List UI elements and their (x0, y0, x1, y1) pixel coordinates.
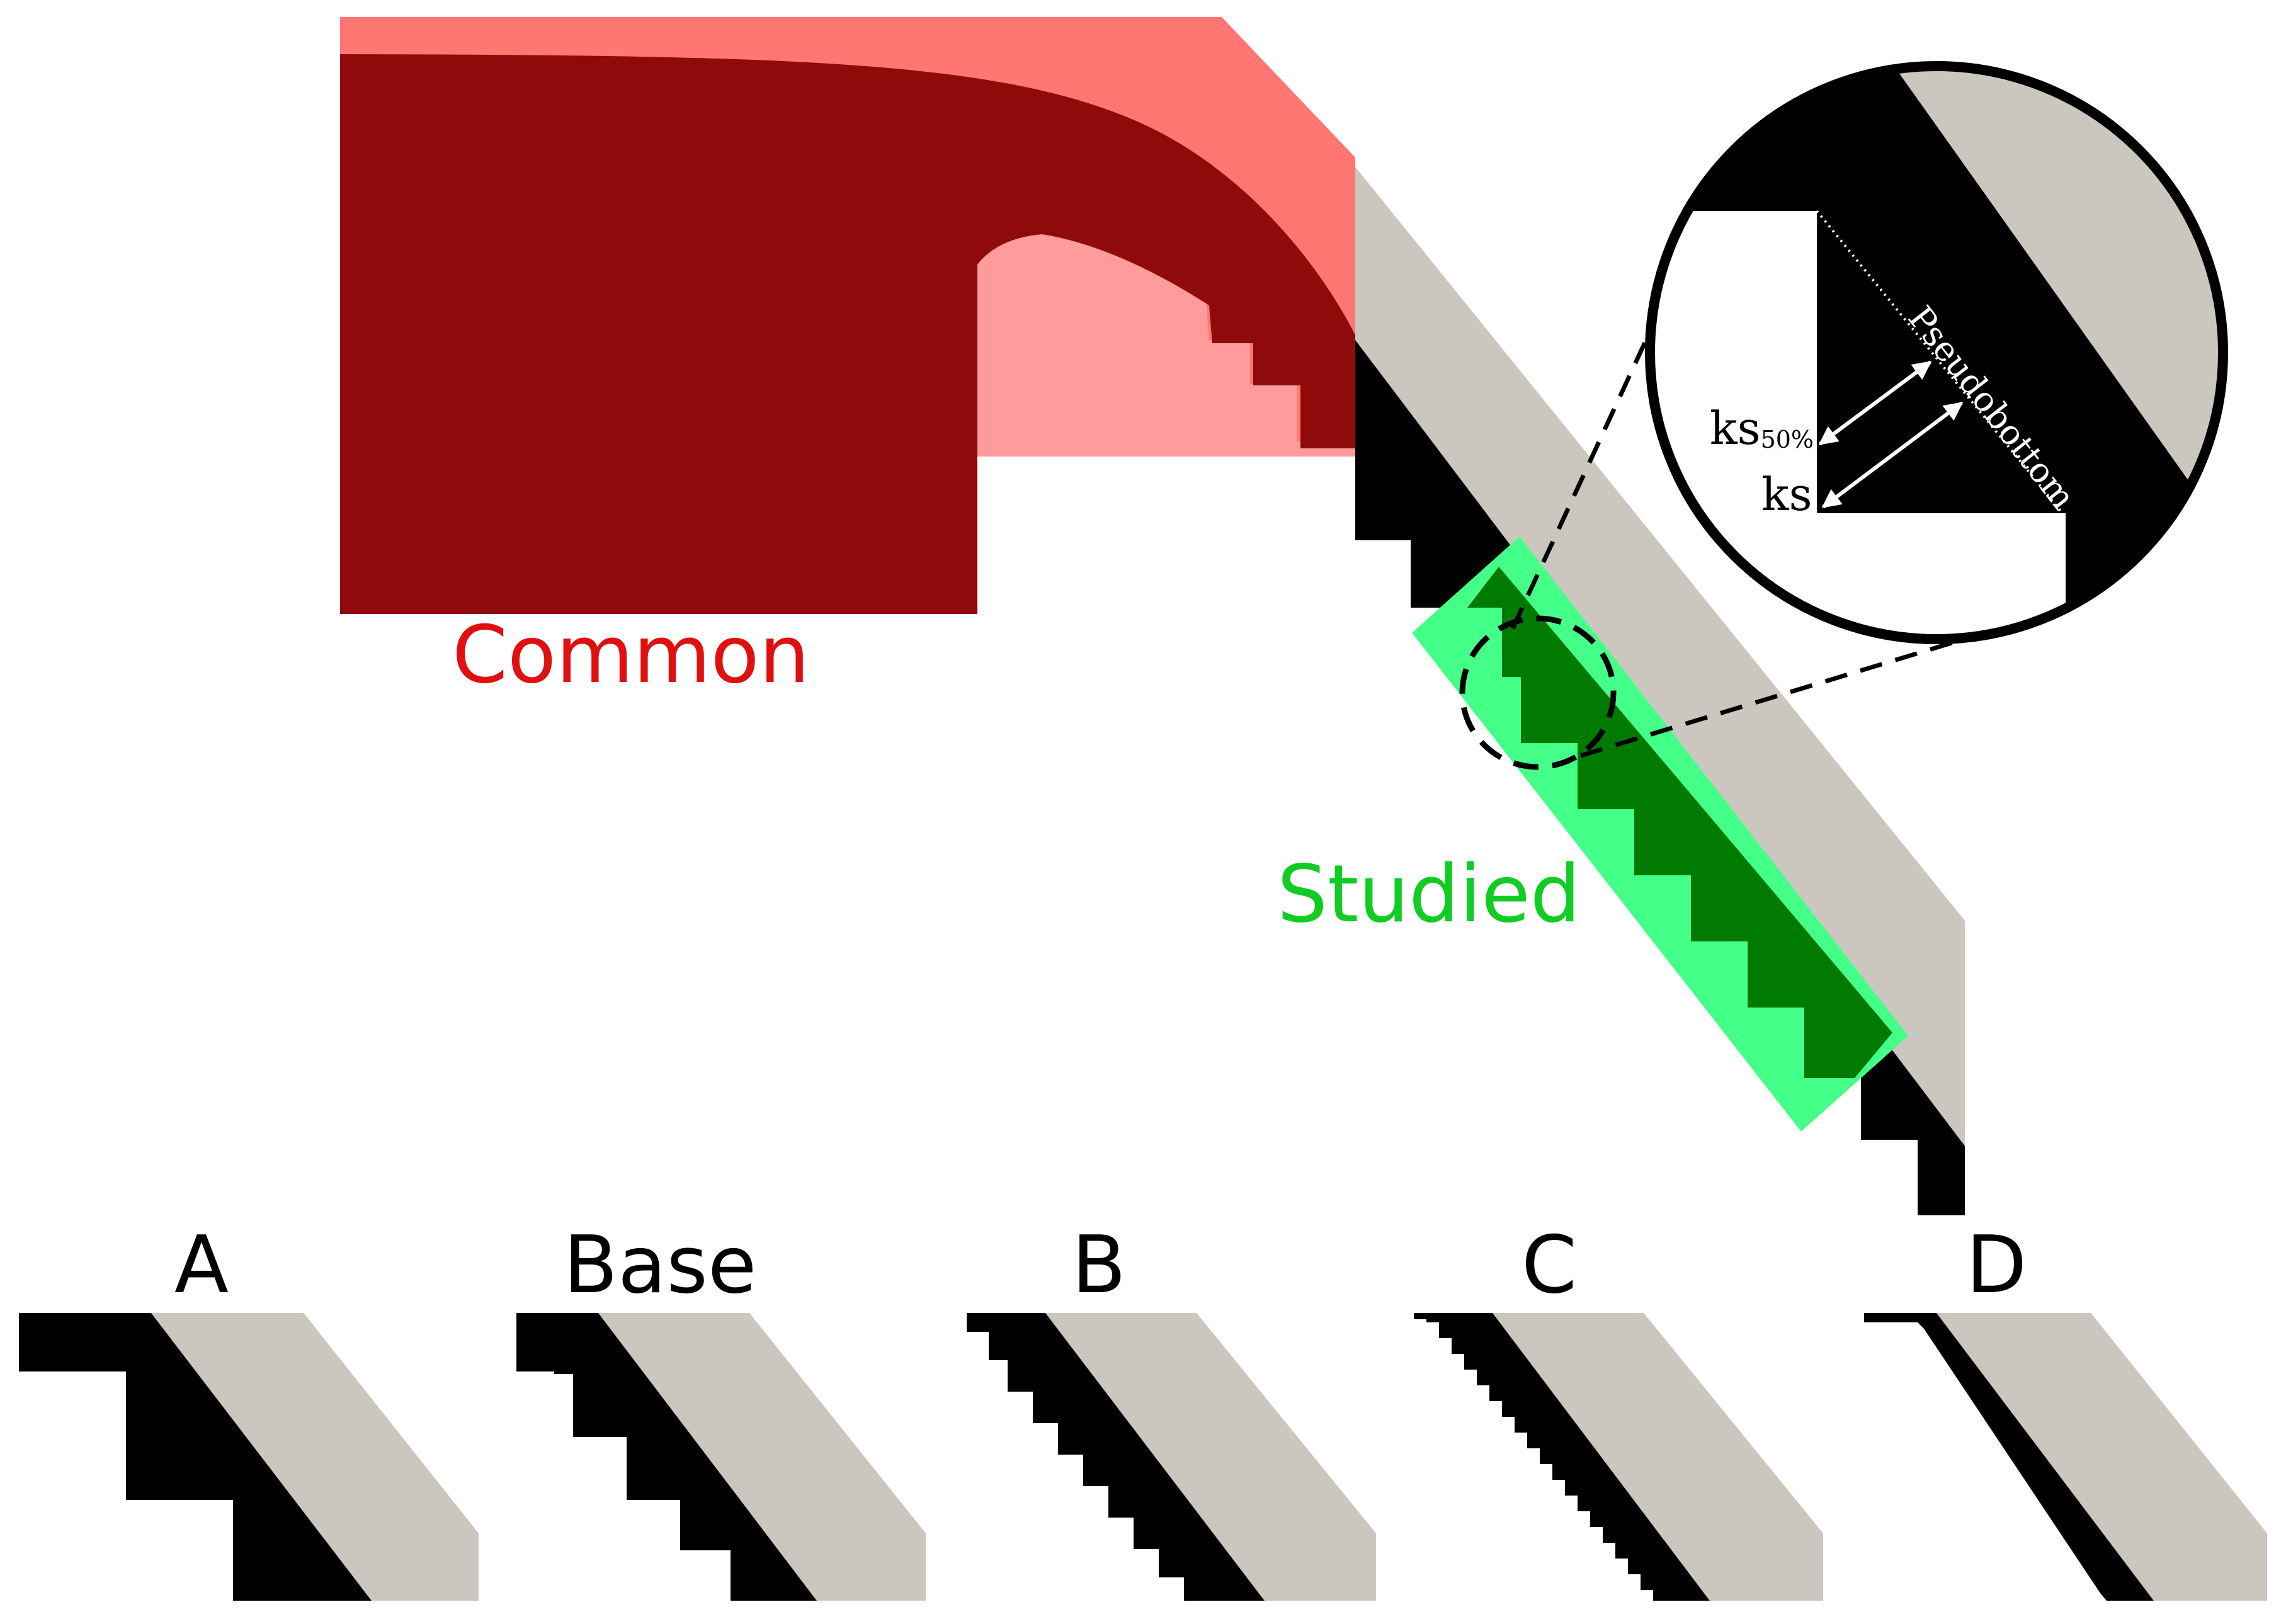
variant-a-concrete (151, 1313, 479, 1601)
concrete-chute (1355, 167, 1965, 1146)
variant-label-a: A (174, 1218, 229, 1311)
studied-label: Studied (1277, 848, 1581, 940)
variant-panel-c: C (1414, 1218, 1823, 1601)
zoom-detail (1650, 66, 2223, 639)
variant-panel-b: B (967, 1218, 1376, 1601)
zoom-indicator: Pseudobottom ks50% ks (1459, 61, 2228, 770)
zoom-step-block (1650, 66, 2192, 639)
variant-c-concrete (1493, 1313, 1823, 1601)
variant-label-d: D (1965, 1218, 2027, 1311)
variant-c-steps (1414, 1313, 1710, 1601)
variant-panel-base: Base (516, 1218, 926, 1601)
studied-region-dark (1467, 567, 1892, 1078)
variant-panels: A Base B C D (19, 1218, 2267, 1601)
variant-label-base: Base (564, 1218, 757, 1311)
variant-label-c: C (1522, 1218, 1577, 1311)
variant-a-steps (19, 1313, 372, 1601)
studied-region (1412, 537, 1908, 1132)
variant-d-concrete (1937, 1313, 2267, 1601)
variant-base-steps (516, 1313, 817, 1601)
common-region-dark (340, 54, 1355, 614)
variant-panel-a: A (19, 1218, 479, 1601)
zoom-leader-top (1510, 276, 1678, 630)
variant-b-concrete (1045, 1313, 1376, 1601)
variant-b-steps (967, 1313, 1265, 1601)
common-region-pale (976, 234, 1355, 457)
common-region (340, 17, 1355, 614)
common-label: Common (452, 608, 810, 701)
variant-base-concrete (598, 1313, 926, 1601)
zoom-focus-circle (1459, 615, 1617, 770)
variant-label-b: B (1072, 1218, 1126, 1311)
ks50-label: ks50% (1710, 402, 1814, 455)
variant-panel-d: D (1864, 1218, 2267, 1601)
variant-d-steps (1864, 1313, 2154, 1601)
ks-label: ks (1761, 468, 1812, 521)
ks-arrow (1821, 401, 1964, 509)
zoom-detail-frame (1645, 61, 2228, 644)
